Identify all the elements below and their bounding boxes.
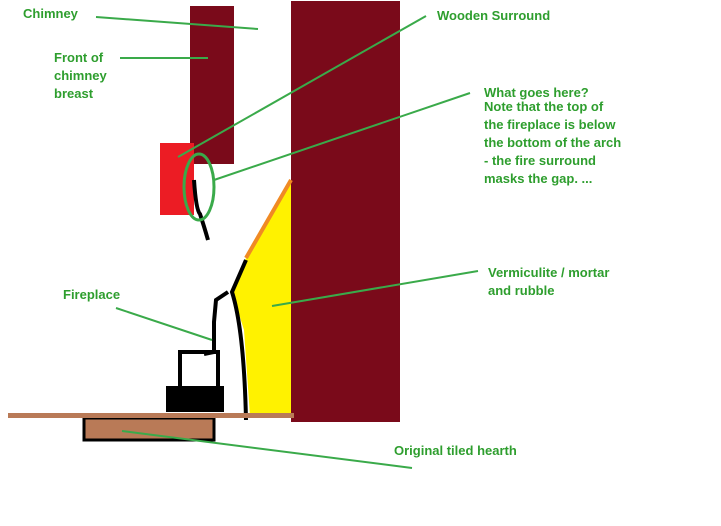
upper-hook-curve	[192, 179, 210, 241]
vermiculite-fill-shape	[232, 182, 291, 416]
vermiculite-edge-line	[244, 179, 293, 259]
wooden-surround-label: Wooden Surround	[437, 8, 551, 23]
chimney-label: Chimney	[23, 6, 78, 21]
chimney-breast-shape	[190, 6, 234, 164]
vermiculite-label: Vermiculite / mortar and rubble	[488, 265, 610, 298]
gap-highlight-ellipse	[182, 152, 216, 222]
original-tiled-hearth-label: Original tiled hearth	[394, 443, 517, 458]
wooden-surround-leader-line	[177, 15, 427, 158]
hearth-board-shape	[8, 413, 294, 418]
red-block-shape	[160, 143, 194, 215]
fireplace-grate-outline	[178, 350, 220, 392]
fireplace-back-curve	[229, 259, 248, 421]
vermiculite-leader-line	[271, 270, 479, 307]
fireplace-label: Fireplace	[63, 287, 121, 302]
hearth-leader-line	[121, 430, 413, 469]
fireplace-front-curve	[203, 290, 230, 356]
front-of-chimney-breast-label: Front of chimney breast	[54, 50, 107, 101]
fireplace-note-label: Note that the top of the fireplace is be…	[484, 99, 622, 186]
fireplace-leader-line	[115, 307, 213, 341]
fireplace-grate-base	[166, 386, 224, 412]
what-goes-here-label: What goes here?	[484, 85, 589, 100]
hearth-base-shape	[82, 416, 216, 442]
chimney-leader-line	[95, 16, 259, 30]
what-goes-here-leader-line	[213, 92, 471, 181]
wooden-surround-shape	[291, 1, 400, 422]
